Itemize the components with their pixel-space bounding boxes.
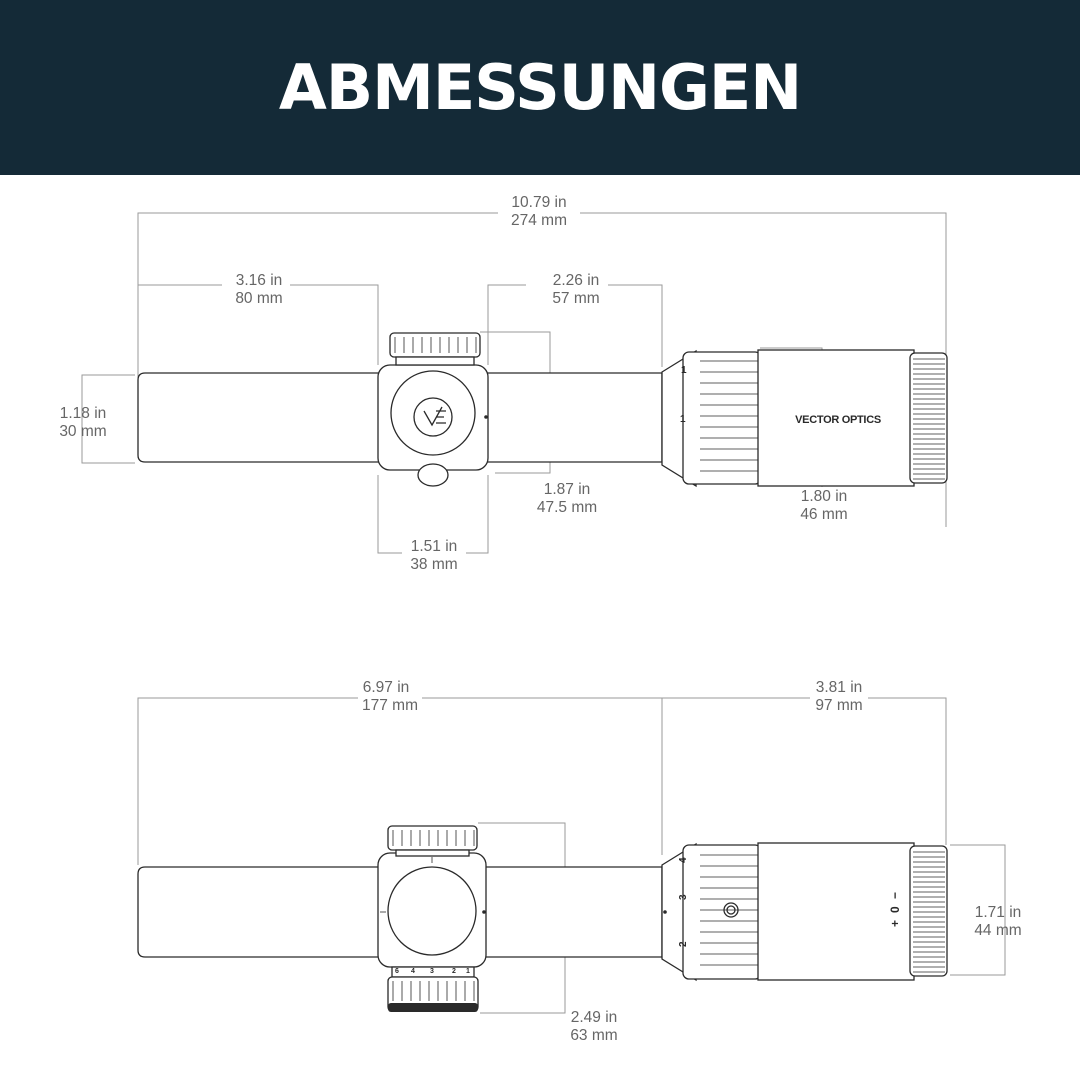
turret-dial-mark: 1: [466, 968, 470, 975]
diopter-mark: 0: [888, 906, 902, 913]
dim-turret-total-height-mm: 63 mm: [570, 1027, 617, 1044]
dim-turret-total-height-in: 2.49 in: [571, 1009, 618, 1026]
vector-optics-logo-icon: [423, 406, 446, 427]
dim-eyepiece-top-mm: 44 mm: [974, 922, 1021, 939]
side-ring-mark: 1: [681, 365, 687, 376]
dim-ring-to-end-mm: 97 mm: [815, 697, 862, 714]
dim-eyepiece-diameter-mm: 46 mm: [800, 506, 847, 523]
turret-dial-mark: 6: [395, 968, 399, 975]
dim-rear-tube-in: 2.26 in: [553, 272, 600, 289]
dimension-drawing: 1 1 VECTOR OPTICS 10.79 in 274 mm 3.16 i…: [59, 194, 1022, 1044]
header-banner: ABMESSUNGEN: [0, 0, 1080, 175]
top-ring-mark: 4: [678, 857, 689, 863]
turret-dial-mark: 2: [452, 968, 456, 975]
dim-front-tube-in: 3.16 in: [236, 272, 283, 289]
top-view-dimension-lines: [137, 697, 1006, 1014]
dim-rear-tube-mm: 57 mm: [552, 290, 599, 307]
turret-dial-mark: 4: [411, 968, 415, 975]
dim-turret-height-mm: 47.5 mm: [537, 499, 597, 516]
side-view-ridges: [394, 337, 945, 480]
dim-saddle-length-in: 1.51 in: [411, 538, 458, 555]
dim-saddle-length-mm: 38 mm: [410, 556, 457, 573]
side-view: 1 1 VECTOR OPTICS 10.79 in 274 mm 3.16 i…: [59, 194, 948, 573]
dim-tube-diameter-in: 1.18 in: [60, 405, 107, 422]
top-view-ridges: [392, 830, 945, 1001]
top-view-scope: [137, 825, 948, 1012]
diopter-mark: −: [888, 892, 902, 899]
dim-eyepiece-diameter-in: 1.80 in: [801, 488, 848, 505]
dim-overall-length-in: 10.79 in: [511, 194, 566, 211]
dim-front-tube-mm: 80 mm: [235, 290, 282, 307]
side-view-scope: [137, 332, 948, 488]
brand-label: VECTOR OPTICS: [795, 414, 881, 426]
top-view: 4 3 2 + 0 − 6 4 3 2 1 6.97 in 177 mm 3.8…: [137, 679, 1022, 1044]
top-ring-mark: 2: [678, 941, 689, 947]
side-ring-mark: 1: [680, 414, 686, 425]
dim-front-to-ring-mm: 177 mm: [362, 697, 418, 714]
turret-dial-mark: 3: [430, 968, 434, 975]
dim-overall-length-mm: 274 mm: [511, 212, 567, 229]
dim-eyepiece-top-in: 1.71 in: [975, 904, 1022, 921]
dim-front-to-ring-in: 6.97 in: [363, 679, 410, 696]
dim-ring-to-end-in: 3.81 in: [816, 679, 863, 696]
diopter-mark: +: [888, 920, 902, 927]
top-ring-mark: 3: [678, 894, 689, 900]
dim-tube-diameter-mm: 30 mm: [59, 423, 106, 440]
dim-turret-height-in: 1.87 in: [544, 481, 591, 498]
page-title: ABMESSUNGEN: [278, 51, 802, 124]
